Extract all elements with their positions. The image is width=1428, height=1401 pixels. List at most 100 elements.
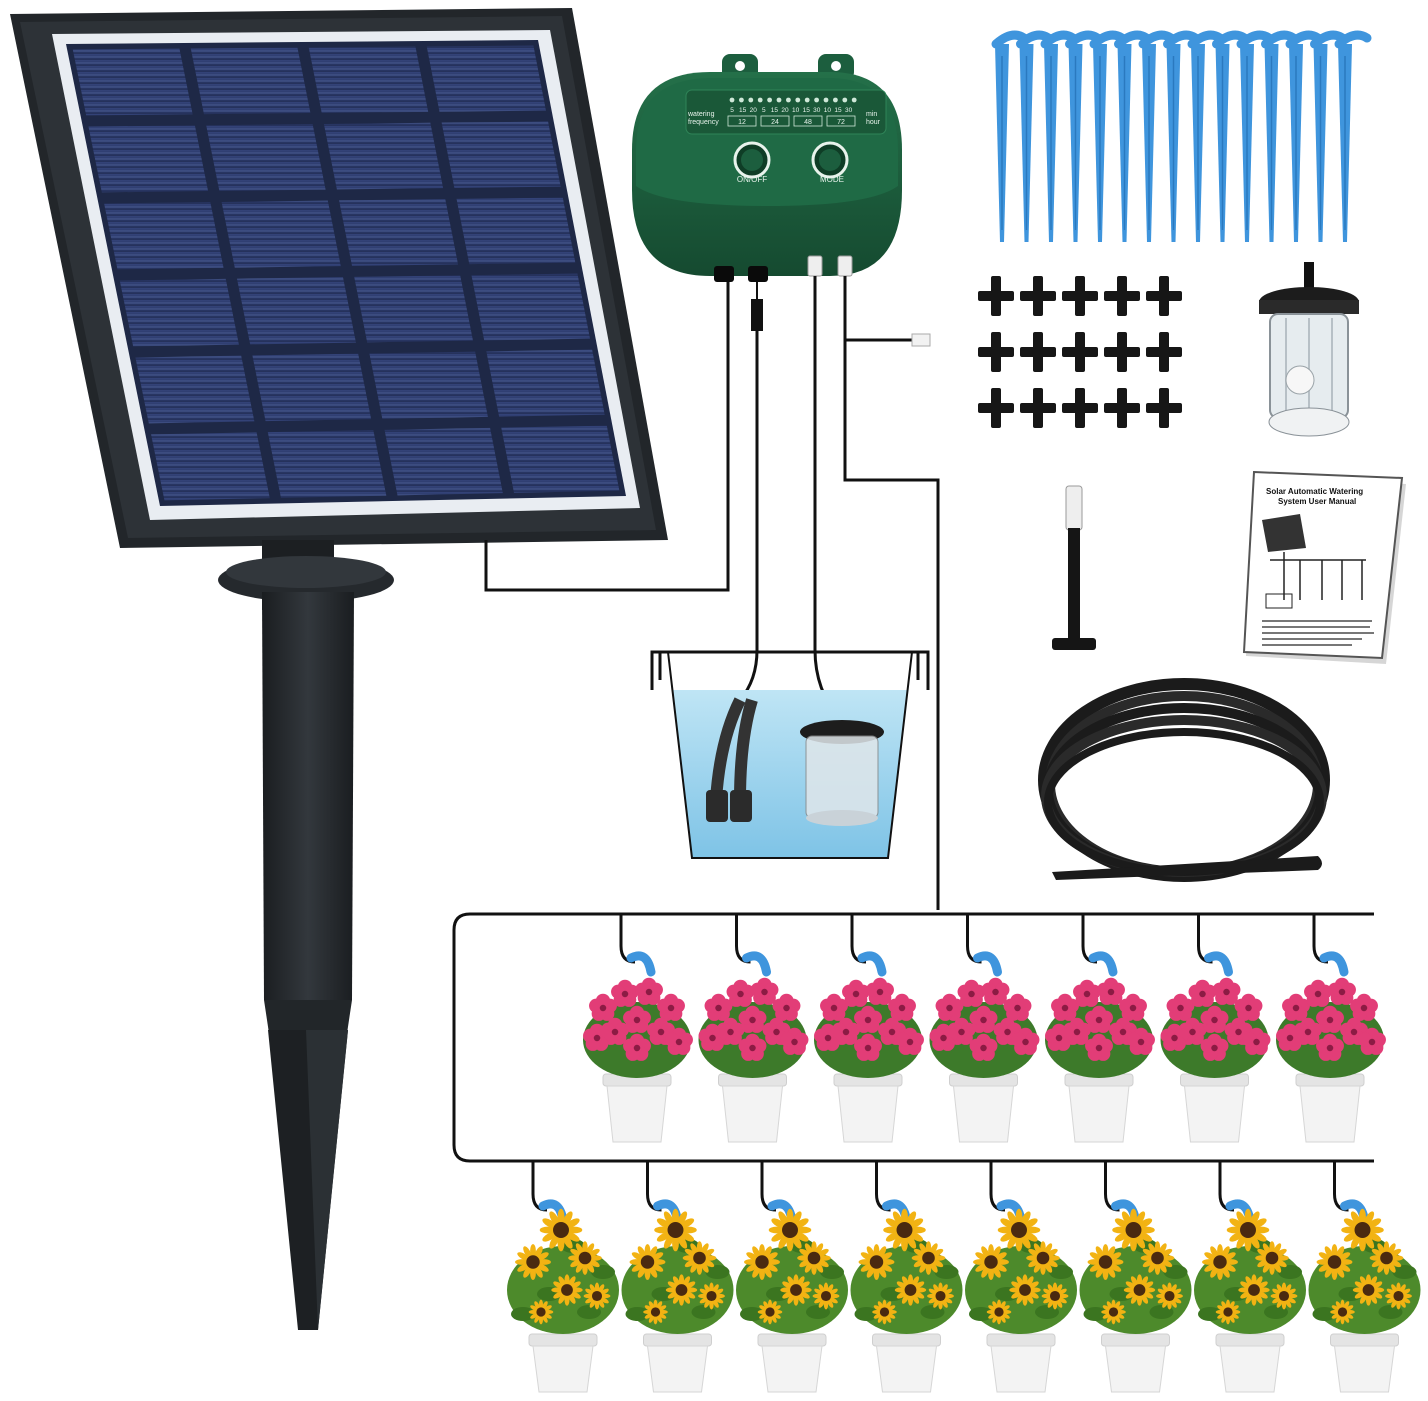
led-dot: [729, 97, 735, 103]
sunflower-pot-bottom: [1308, 1161, 1421, 1393]
outlet-tube: [843, 276, 940, 910]
sunflower: [858, 1244, 895, 1280]
minute-tick: 15: [739, 107, 747, 114]
pink-flower: [1200, 1033, 1229, 1061]
tee-connectors: [978, 276, 1182, 428]
led-dot: [786, 97, 791, 103]
plant-pot: [757, 1333, 827, 1393]
pink-flower: [1276, 1023, 1304, 1051]
sunflower: [812, 1282, 840, 1310]
pink-flower: [1166, 993, 1195, 1021]
solar-cell: [72, 48, 193, 116]
inline-dripper: [1052, 485, 1096, 650]
onoff-label: ON/OFF: [737, 175, 767, 184]
sunflower: [1026, 1241, 1060, 1275]
drip-line: [966, 914, 1002, 977]
minute-tick: 5: [762, 107, 766, 114]
solar-cell: [501, 425, 620, 493]
pink-flower: [1316, 1005, 1344, 1033]
pink-flower: [623, 1033, 651, 1061]
drip-line: [1333, 1161, 1369, 1225]
pink-flower: [1188, 979, 1217, 1007]
sunflower-pot-bottom: [736, 1161, 848, 1393]
sunflower: [1112, 1208, 1155, 1252]
solar-cell: [308, 46, 429, 113]
water-filter-icon: [1259, 262, 1359, 437]
pink-flower-row: [583, 914, 1386, 1143]
drip-line: [1312, 914, 1349, 977]
flower-pot-top: [814, 914, 924, 1143]
drip-stake-icon: [1040, 30, 1078, 242]
hour-box: [826, 115, 856, 127]
solar-cell: [441, 121, 561, 188]
pink-flower: [583, 1023, 611, 1051]
pump-cable: [738, 330, 759, 701]
sunflower: [768, 1208, 812, 1252]
drip-stake-icon: [1114, 30, 1151, 242]
pink-flower: [1085, 1005, 1113, 1033]
drip-stake-icon: [1310, 30, 1347, 242]
drip-line: [735, 914, 771, 977]
sunflower: [665, 1274, 698, 1306]
tee-connector-icon: [1146, 332, 1182, 372]
sunflower: [797, 1241, 831, 1275]
solar-cell: [221, 200, 341, 268]
sunflower: [927, 1282, 954, 1310]
hour-tick: 48: [804, 119, 812, 126]
sunflower: [515, 1244, 551, 1280]
tee-connector-icon: [1146, 388, 1182, 428]
mode-button[interactable]: [811, 141, 849, 179]
sunflower-pot-bottom: [850, 1161, 963, 1393]
drip-stake-icon: [1212, 30, 1249, 242]
sunflower-pot-bottom: [965, 1161, 1077, 1393]
solar-cell: [384, 427, 503, 496]
pink-flower: [780, 1027, 809, 1055]
pink-flower: [716, 1017, 745, 1045]
pink-flower: [814, 1023, 842, 1051]
solar-cell: [88, 125, 209, 193]
sunflower: [986, 1299, 1012, 1325]
minute-tick: 30: [845, 107, 853, 114]
plant-pot: [643, 1333, 712, 1393]
hour-box: [793, 115, 823, 127]
drip-line: [1218, 1161, 1255, 1225]
sunflower: [583, 1282, 611, 1310]
pink-flower: [832, 1017, 860, 1045]
drip-stake-icon: [1089, 30, 1127, 242]
pink-flower: [738, 1005, 767, 1033]
minute-tick: 20: [781, 107, 789, 114]
led-dot: [795, 97, 801, 103]
tee-connector-icon: [1020, 388, 1056, 428]
sunflower: [568, 1241, 602, 1275]
pink-flower: [611, 979, 639, 1007]
sunflower-row: [507, 1161, 1421, 1393]
sunflower: [1140, 1241, 1175, 1275]
hour-box: [727, 115, 757, 127]
tee-connector-icon: [1062, 332, 1098, 372]
sunflower: [1352, 1274, 1385, 1306]
sunflower: [1087, 1244, 1124, 1280]
plant-pot: [1215, 1333, 1285, 1393]
drip-line: [989, 1161, 1026, 1225]
user-manual-icon: Solar Automatic Watering System User Man…: [1242, 470, 1406, 664]
led-dot: [842, 97, 848, 103]
drip-line: [1081, 914, 1118, 977]
plant-pot: [949, 1073, 1018, 1143]
sunflower: [1226, 1208, 1270, 1252]
drip-line: [875, 1161, 911, 1225]
led-dot: [757, 97, 763, 103]
plant-pot: [1064, 1073, 1134, 1143]
solar-cell-grid: [72, 45, 620, 501]
sunflower: [1156, 1282, 1183, 1310]
tee-connector-icon: [1146, 276, 1182, 316]
pink-flower: [623, 1005, 651, 1033]
onoff-button[interactable]: [733, 141, 771, 179]
pink-flower: [1097, 977, 1125, 1005]
hour-tick: 72: [837, 119, 845, 126]
label-hour: hour: [866, 119, 881, 126]
minute-tick: 20: [750, 107, 758, 114]
sunflower: [698, 1282, 725, 1310]
pink-flower: [935, 993, 964, 1021]
hose-coil-icon: [1038, 678, 1330, 882]
drip-stake-icon: [1187, 30, 1225, 242]
